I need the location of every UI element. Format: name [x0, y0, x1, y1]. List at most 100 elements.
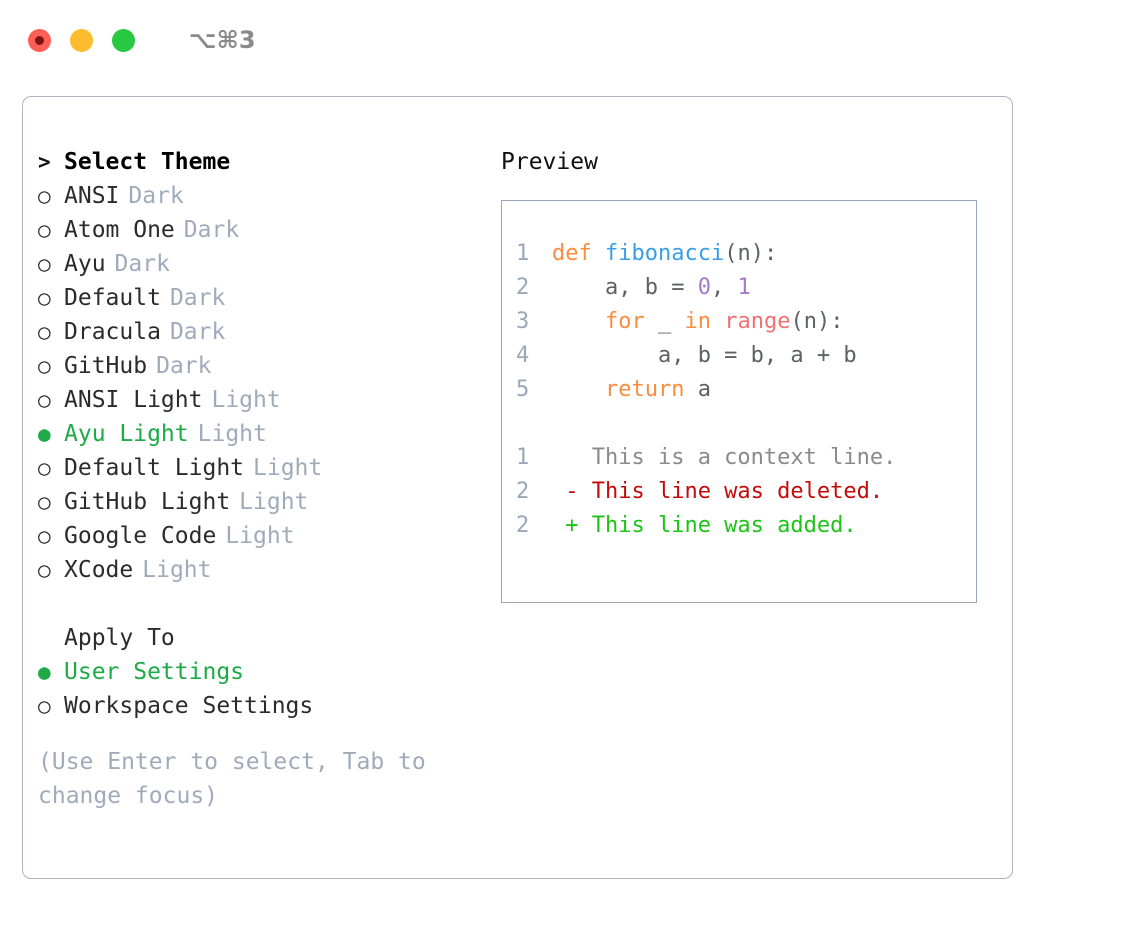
line-number: 5: [516, 377, 530, 402]
theme-name-label: Ayu Light: [64, 421, 189, 447]
radio-unselected-icon[interactable]: ○: [38, 456, 51, 480]
theme-list-item[interactable]: ○ GitHub Dark: [38, 349, 468, 383]
theme-name-label: Atom One: [64, 217, 175, 243]
list-spacer: [38, 587, 468, 621]
code-line: 4 a, b = b, a + b: [516, 339, 976, 373]
radio-unselected-icon[interactable]: ○: [38, 286, 51, 310]
code-token: [552, 309, 605, 334]
line-number: 4: [516, 343, 530, 368]
theme-name-label: GitHub: [64, 353, 148, 379]
theme-list-heading-label: Select Theme: [64, 149, 231, 175]
theme-list-item[interactable]: ○ Dracula Dark: [38, 315, 468, 349]
theme-name-label: ANSI Light: [64, 387, 203, 413]
code-token: a, b =: [552, 275, 698, 300]
keyboard-shortcut-label: ⌥⌘3: [189, 26, 256, 54]
apply-to-label: User Settings: [64, 659, 245, 685]
theme-name-label: XCode: [64, 557, 134, 583]
apply-to-heading: Apply To: [38, 621, 468, 655]
theme-name-label: Ayu: [64, 251, 106, 277]
apply-to-heading-marker: [38, 621, 64, 655]
close-button-icon[interactable]: [28, 28, 51, 52]
theme-name-label: Default Light: [64, 455, 245, 481]
code-token: This is a context line.: [552, 445, 897, 470]
theme-variant-badge: Light: [197, 421, 267, 447]
theme-variant-badge: Light: [225, 523, 295, 549]
radio-selected-icon[interactable]: ●: [38, 660, 51, 684]
theme-variant-badge: Dark: [169, 319, 226, 345]
diff-line: 2 - This line was deleted.: [516, 475, 976, 509]
theme-name-label: Dracula: [64, 319, 161, 345]
preview-title: Preview: [501, 149, 598, 175]
diff-sample: 1 This is a context line. 2 - This line w…: [516, 441, 976, 543]
radio-unselected-icon[interactable]: ○: [38, 354, 51, 378]
theme-variant-badge: Dark: [156, 353, 212, 379]
code-token: fibonacci: [605, 241, 725, 266]
theme-variant-badge: Light: [211, 387, 281, 413]
line-number: 2: [516, 479, 530, 504]
code-token: for: [604, 309, 645, 334]
code-line: 5 return a: [516, 373, 976, 407]
code-token: + This line was added.: [552, 513, 857, 538]
theme-name-label: GitHub Light: [64, 489, 231, 515]
line-number: 2: [516, 275, 530, 300]
line-number: 1: [516, 445, 530, 470]
code-token: ,: [710, 275, 738, 300]
radio-unselected-icon[interactable]: ○: [38, 490, 51, 514]
maximize-button-icon[interactable]: [112, 28, 135, 52]
diff-line: 2 + This line was added.: [516, 509, 976, 543]
theme-variant-badge: Dark: [114, 251, 170, 277]
code-diff-gap: [516, 407, 976, 441]
minimize-button-icon[interactable]: [70, 28, 93, 52]
radio-unselected-icon[interactable]: ○: [38, 388, 51, 412]
line-number: 2: [516, 513, 530, 538]
theme-list-item[interactable]: ● Ayu Light Light: [38, 417, 468, 451]
code-token: in: [684, 309, 711, 334]
code-token: range: [724, 309, 791, 334]
apply-to-item[interactable]: ● User Settings: [38, 655, 468, 689]
code-token: return: [604, 377, 685, 402]
apply-to-item[interactable]: ○ Workspace Settings: [38, 689, 468, 723]
radio-unselected-icon[interactable]: ○: [38, 524, 51, 548]
radio-unselected-icon[interactable]: ○: [38, 252, 51, 276]
radio-selected-icon[interactable]: ●: [38, 422, 51, 446]
apply-to-heading-label: Apply To: [64, 625, 175, 651]
radio-unselected-icon[interactable]: ○: [38, 184, 51, 208]
code-token: a, b = b, a + b: [552, 343, 857, 368]
code-token: def: [552, 241, 592, 266]
theme-name-label: Default: [64, 285, 161, 311]
line-number: 3: [516, 309, 530, 334]
radio-unselected-icon[interactable]: ○: [38, 694, 51, 718]
code-line: 3 for _ in range(n):: [516, 305, 976, 339]
radio-unselected-icon[interactable]: ○: [38, 218, 51, 242]
radio-unselected-icon[interactable]: ○: [38, 320, 51, 344]
theme-list-item[interactable]: ○ Ayu Dark: [38, 247, 468, 281]
code-token: 0: [697, 275, 711, 300]
code-token: (n):: [724, 241, 778, 266]
code-token: [592, 241, 605, 266]
theme-list-heading: > Select Theme: [38, 145, 468, 179]
code-token: a: [684, 377, 711, 402]
apply-to-label: Workspace Settings: [64, 693, 314, 719]
code-token: 1: [737, 275, 751, 300]
theme-list-item[interactable]: ○ ANSI Light Light: [38, 383, 468, 417]
theme-list-item[interactable]: ○ Default Dark: [38, 281, 468, 315]
radio-unselected-icon[interactable]: ○: [38, 558, 51, 582]
code-token: [711, 309, 724, 334]
code-token: [552, 377, 605, 402]
theme-variant-badge: Dark: [128, 183, 184, 209]
theme-variant-badge: Dark: [169, 285, 226, 311]
code-token: (n):: [790, 309, 844, 334]
